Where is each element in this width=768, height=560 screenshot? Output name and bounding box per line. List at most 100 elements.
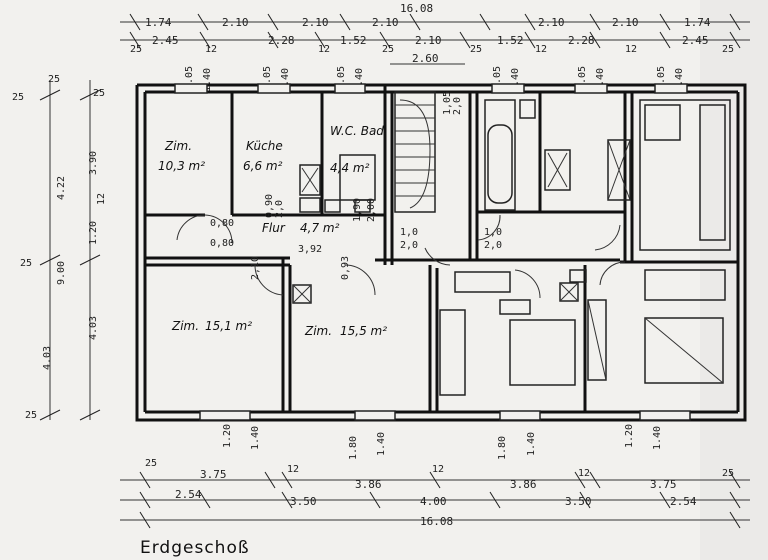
top-small-3: 12 <box>318 44 330 55</box>
top-dim-r2-1: 2.45 <box>152 34 179 47</box>
bwin-4: 1.40 <box>376 432 387 456</box>
top-dim-r2-4: 2.10 <box>415 34 442 47</box>
staircase <box>394 91 436 213</box>
room-zim-sw-name: Zim. <box>171 319 199 333</box>
win-dim-9: 1.05 <box>577 66 588 90</box>
win-dim-2: 1.40 <box>202 68 213 92</box>
left-small-6: 12 <box>96 193 107 205</box>
int-dim-10: 1,0 <box>484 227 502 238</box>
left-dim-total: 9.00 <box>56 261 67 285</box>
bottom-dim-r2-1: 2.54 <box>175 488 202 501</box>
plan-title: Erdgeschoß <box>140 538 250 558</box>
top-dim-r2-2: 2.28 <box>268 34 295 47</box>
bathroom-fixtures-left <box>299 154 376 213</box>
bottom-dim-r1-1: 3.75 <box>200 468 227 481</box>
left-dim-lower: 4.03 <box>88 316 99 340</box>
top-small-8: 25 <box>722 44 734 55</box>
left-small-3: 25 <box>93 88 105 99</box>
win-dim-12: 1.40 <box>674 68 685 92</box>
win-dim-11: 1.05 <box>656 66 667 90</box>
room-flur-area: 4,7 m² <box>300 221 340 235</box>
top-dim-r2-7: 2.45 <box>682 34 709 47</box>
bottom-dim-r1-2: 3.86 <box>355 478 382 491</box>
bedroom-ne-furniture <box>639 99 731 251</box>
left-dim-lower-outer: 4.03 <box>42 346 53 370</box>
top-small-2: 12 <box>205 44 217 55</box>
bottom-overall: 16.08 <box>420 515 453 528</box>
bwin-2: 1.40 <box>250 426 261 450</box>
int-dim-13: 2,10 <box>250 256 261 280</box>
bwin-6: 1.40 <box>526 432 537 456</box>
top-dim-r2-6: 2.28 <box>568 34 595 47</box>
int-dim-7: 2,00 <box>366 198 377 222</box>
bottom-window-dims: 1.20 1.40 1.80 1.40 1.80 1.40 1.20 1.40 <box>222 424 663 460</box>
top-small-5: 25 <box>470 44 482 55</box>
win-dim-10: 1.40 <box>595 68 606 92</box>
int-dim-2: 0,80 <box>210 238 234 249</box>
int-dim-15: 1,05 <box>442 91 453 115</box>
room-zim-s-area: 15,5 m² <box>340 324 387 338</box>
overall-width-top: 16.08 <box>400 2 433 15</box>
bottom-dim-r1-3: 3.86 <box>510 478 537 491</box>
stair-width-dim: 2.60 <box>412 52 439 65</box>
win-dim-4: 1.40 <box>280 68 291 92</box>
int-dim-1: 0,80 <box>210 218 234 229</box>
win-dim-6: 1.40 <box>354 68 365 92</box>
top-small-6: 12 <box>535 44 547 55</box>
room-wc-name: W.C. Bad <box>330 124 384 138</box>
room-zim-nw-name: Zim. <box>164 139 192 153</box>
interior-dims: 0,80 0,80 0,90 2,0 3,92 1,90 2,00 1,0 2,… <box>210 91 502 280</box>
bedroom-se-furniture <box>644 269 726 384</box>
left-dimension-chain: 4.22 3.90 9.00 1.20 4.03 4.03 25 25 25 2… <box>12 74 107 421</box>
bwin-7: 1.20 <box>624 424 635 448</box>
int-dim-12: 0,93 <box>340 256 351 280</box>
left-small-5: 25 <box>25 410 37 421</box>
top-dim-4: 2.10 <box>372 16 399 29</box>
win-dim-7: 1.05 <box>492 66 503 90</box>
int-dim-4: 2,0 <box>274 200 285 218</box>
bottom-dim-r2-3: 4.00 <box>420 495 447 508</box>
bottom-dimension-chain: 3.75 3.86 3.86 3.75 2.54 3.50 4.00 3.50 … <box>120 458 750 529</box>
win-dim-3: 1.05 <box>262 66 273 90</box>
top-window-dims: 1.05 1.40 1.05 1.40 1.05 1.40 1.05 1.40 … <box>184 66 685 92</box>
room-kueche-name: Küche <box>246 139 283 153</box>
left-dim-top-outer: 4.22 <box>56 176 67 200</box>
room-zim-nw-area: 10,3 m² <box>158 159 205 173</box>
outer-wall <box>135 83 747 422</box>
living-room-furniture <box>439 271 607 396</box>
int-dim-6: 1,90 <box>352 198 363 222</box>
door-swings <box>176 214 626 299</box>
room-labels: Zim. 10,3 m² Küche 6,6 m² W.C. Bad 4,4 m… <box>158 124 387 338</box>
top-dim-5: 2.10 <box>538 16 565 29</box>
bottom-small-4: 12 <box>578 468 590 479</box>
chimney-boxes <box>292 269 587 304</box>
building-walls <box>135 83 747 422</box>
top-dim-7: 1.74 <box>684 16 711 29</box>
bottom-small-1: 25 <box>145 458 157 469</box>
int-dim-11: 2,0 <box>484 240 502 251</box>
top-dim-6: 2.10 <box>612 16 639 29</box>
bottom-small-3: 12 <box>432 464 444 475</box>
top-dimension-chain: 16.08 1.74 2.10 2.10 2.10 2.10 2.10 1.74… <box>120 2 750 65</box>
bottom-small-2: 12 <box>287 464 299 475</box>
bwin-1: 1.20 <box>222 424 233 448</box>
top-small-4: 25 <box>382 44 394 55</box>
top-dim-3: 2.10 <box>302 16 329 29</box>
int-dim-5: 3,92 <box>298 244 322 255</box>
left-small-4: 25 <box>20 258 32 269</box>
room-flur-name: Flur <box>262 221 286 235</box>
top-dim-2: 2.10 <box>222 16 249 29</box>
win-dim-8: 1.40 <box>510 68 521 92</box>
top-dim-r2-3: 1.52 <box>340 34 367 47</box>
left-dim-upper: 3.90 <box>88 151 99 175</box>
bottom-dim-r2-2: 3.50 <box>290 495 317 508</box>
win-dim-1: 1.05 <box>184 66 195 90</box>
bwin-5: 1.80 <box>497 436 508 460</box>
top-dim-1: 1.74 <box>145 16 172 29</box>
bwin-8: 1.40 <box>652 426 663 450</box>
top-dim-r2-5: 1.52 <box>497 34 524 47</box>
room-kueche-area: 6,6 m² <box>243 159 283 173</box>
bathroom-fixtures-right <box>484 99 631 211</box>
top-small-7: 12 <box>625 44 637 55</box>
